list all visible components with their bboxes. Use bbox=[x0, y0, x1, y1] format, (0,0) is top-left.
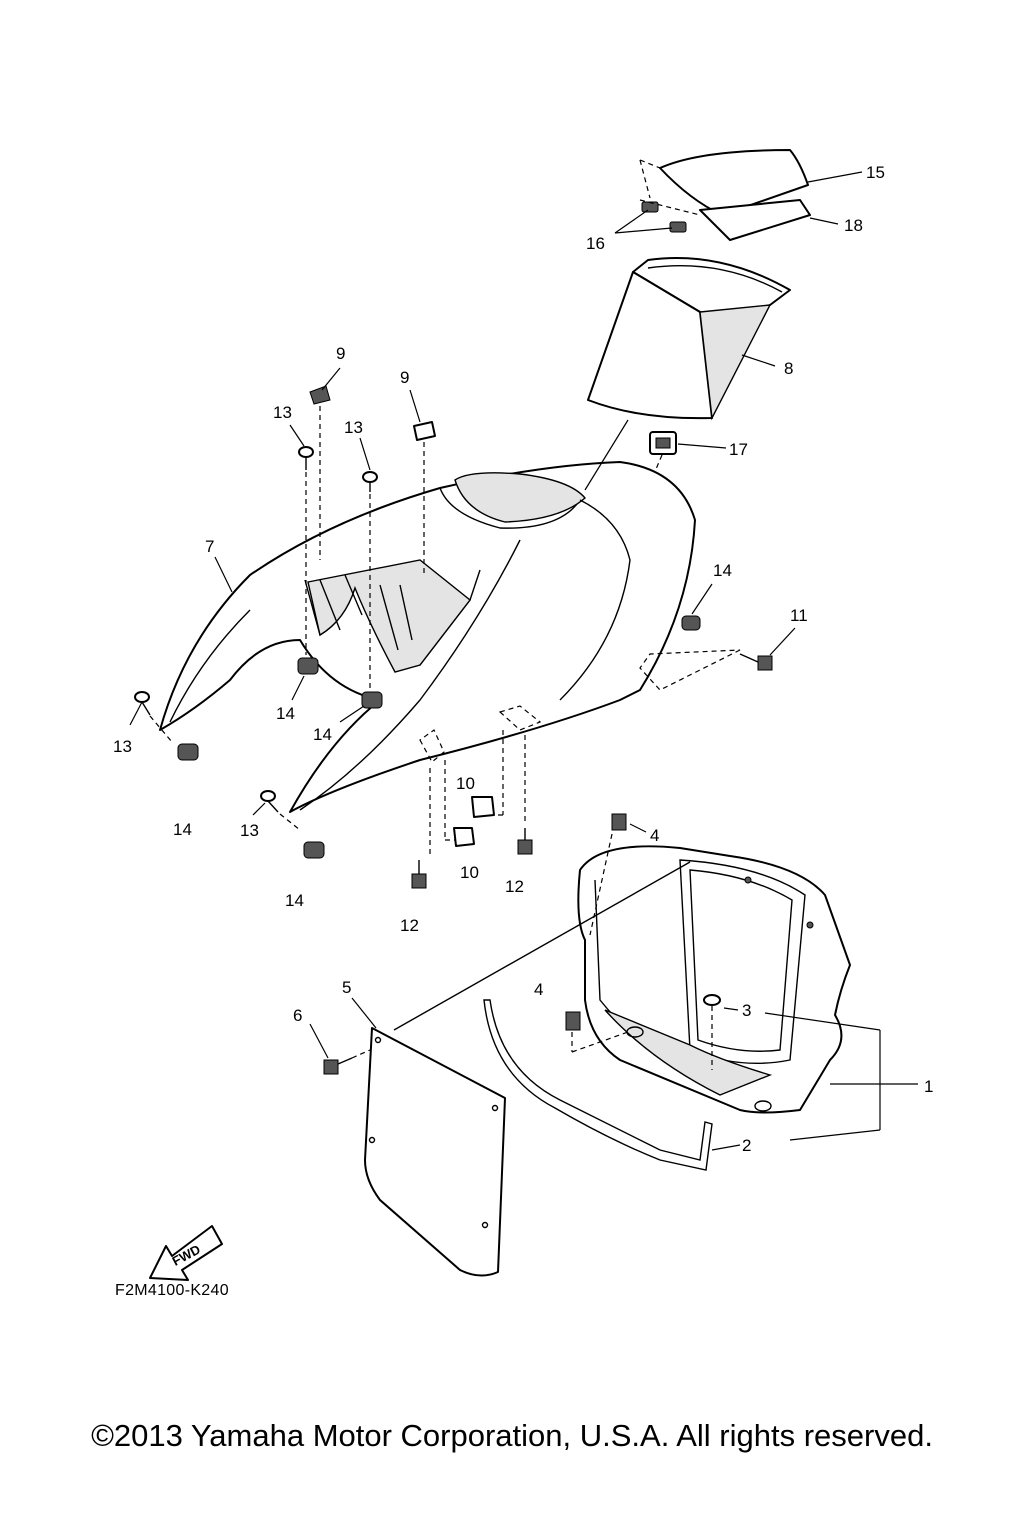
leader-lines bbox=[129, 171, 863, 816]
callout-9a: 9 bbox=[336, 344, 345, 363]
callout-16: 16 bbox=[586, 234, 605, 253]
part-9-clip-right bbox=[413, 421, 436, 575]
callout-3: 3 bbox=[742, 1001, 751, 1020]
part-11-bolt bbox=[639, 627, 796, 691]
callout-14d: 14 bbox=[173, 820, 192, 839]
callout-10a: 10 bbox=[456, 774, 475, 793]
callout-13b: 13 bbox=[344, 418, 363, 437]
copyright-notice: ©2013 Yamaha Motor Corporation, U.S.A. A… bbox=[91, 1418, 933, 1453]
callout-18: 18 bbox=[844, 216, 863, 235]
callout-17: 17 bbox=[729, 440, 748, 459]
callout-4a: 4 bbox=[650, 826, 659, 845]
part-12-bolts bbox=[411, 828, 533, 889]
callout-4b: 4 bbox=[534, 980, 543, 999]
part-1-storage-tub bbox=[577, 845, 918, 1114]
part-6-bolt bbox=[309, 1023, 371, 1075]
callout-2: 2 bbox=[742, 1136, 751, 1155]
part-10-nuts bbox=[419, 705, 542, 858]
callout-13c: 13 bbox=[113, 737, 132, 756]
part-7-rear-cover bbox=[159, 461, 696, 813]
callout-6: 6 bbox=[293, 1006, 302, 1025]
callout-14b: 14 bbox=[276, 704, 295, 723]
part-18-sheet bbox=[699, 199, 811, 241]
callout-11: 11 bbox=[790, 606, 808, 625]
part-9-clip-left bbox=[309, 385, 331, 560]
callout-15: 15 bbox=[866, 163, 885, 182]
callout-12b: 12 bbox=[400, 916, 419, 935]
part-3-pin bbox=[703, 994, 881, 1141]
callout-14c: 14 bbox=[313, 725, 332, 744]
part-2-gasket bbox=[483, 999, 741, 1171]
part-8-storage-bin bbox=[587, 257, 791, 421]
callout-8: 8 bbox=[784, 359, 793, 378]
part-16-clips bbox=[614, 199, 701, 234]
callout-10b: 10 bbox=[460, 863, 479, 882]
callout-14e: 14 bbox=[285, 891, 304, 910]
callouts: 15 18 16 8 9 9 13 13 17 7 14 11 14 14 13… bbox=[113, 163, 933, 1155]
part-13-screws bbox=[134, 446, 378, 831]
fwd-arrow-icon: FWD bbox=[149, 1225, 223, 1281]
callout-7: 7 bbox=[205, 537, 214, 556]
part-15-pad bbox=[639, 149, 809, 216]
diagram-code: F2M4100-K240 bbox=[115, 1282, 229, 1299]
part-4-screws bbox=[565, 813, 647, 1053]
callout-12a: 12 bbox=[505, 877, 524, 896]
callout-13a: 13 bbox=[273, 403, 292, 422]
callout-1: 1 bbox=[924, 1077, 933, 1096]
part-5-plate bbox=[351, 861, 691, 1277]
callout-9b: 9 bbox=[400, 368, 409, 387]
part-14-grommets bbox=[177, 583, 713, 859]
callout-13d: 13 bbox=[240, 821, 259, 840]
callout-5: 5 bbox=[342, 978, 351, 997]
callout-14a: 14 bbox=[713, 561, 732, 580]
